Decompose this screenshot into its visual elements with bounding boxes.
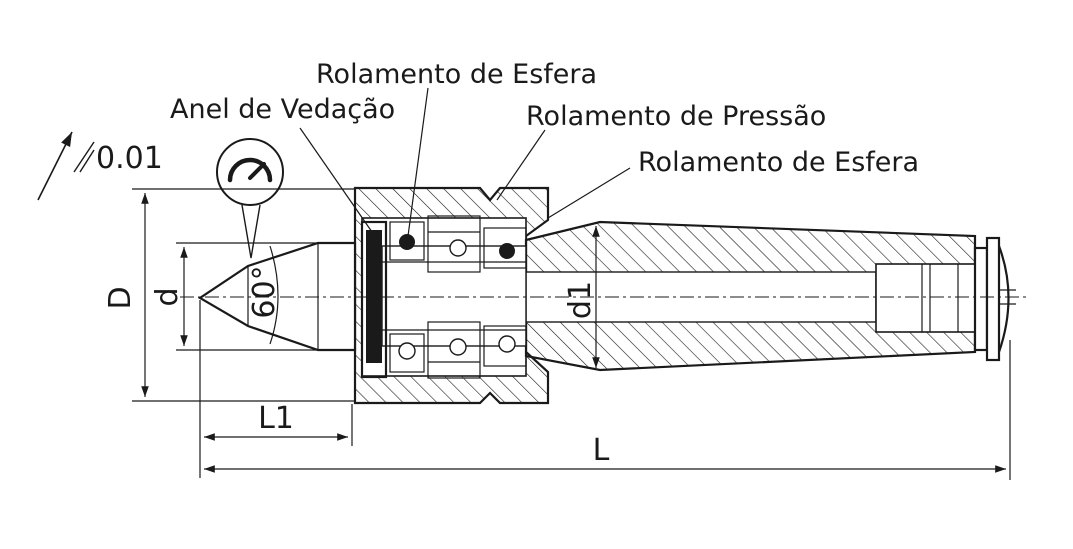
dimension-L1	[199, 300, 353, 478]
runout-arrow-icon	[37, 131, 95, 201]
callout-ball-bearing-right: Rolamento de Esfera	[638, 147, 919, 178]
label-angle: 60°	[247, 265, 282, 318]
callout-leaders	[299, 87, 631, 237]
callout-ball-bearing-top: Rolamento de Esfera	[316, 59, 597, 90]
rear-ball-bearing	[483, 227, 527, 367]
dimension-L	[204, 340, 1011, 480]
label-d1: d1	[563, 281, 598, 319]
callout-thrust-bearing: Rolamento de Pressão	[526, 101, 826, 132]
thrust-bearing	[427, 215, 481, 379]
dimension-D	[132, 188, 355, 402]
label-L: L	[593, 433, 610, 468]
callout-seal-ring: Anel de Vedação	[170, 94, 395, 125]
rear-end-cap	[973, 236, 1016, 362]
label-d: d	[150, 287, 185, 306]
front-ball-bearing	[389, 221, 425, 373]
spindle	[381, 245, 527, 347]
label-D: D	[103, 286, 138, 309]
label-L1: L1	[258, 401, 294, 436]
dial-gauge-icon	[216, 138, 284, 259]
runout-tolerance: 0.01	[96, 141, 163, 176]
